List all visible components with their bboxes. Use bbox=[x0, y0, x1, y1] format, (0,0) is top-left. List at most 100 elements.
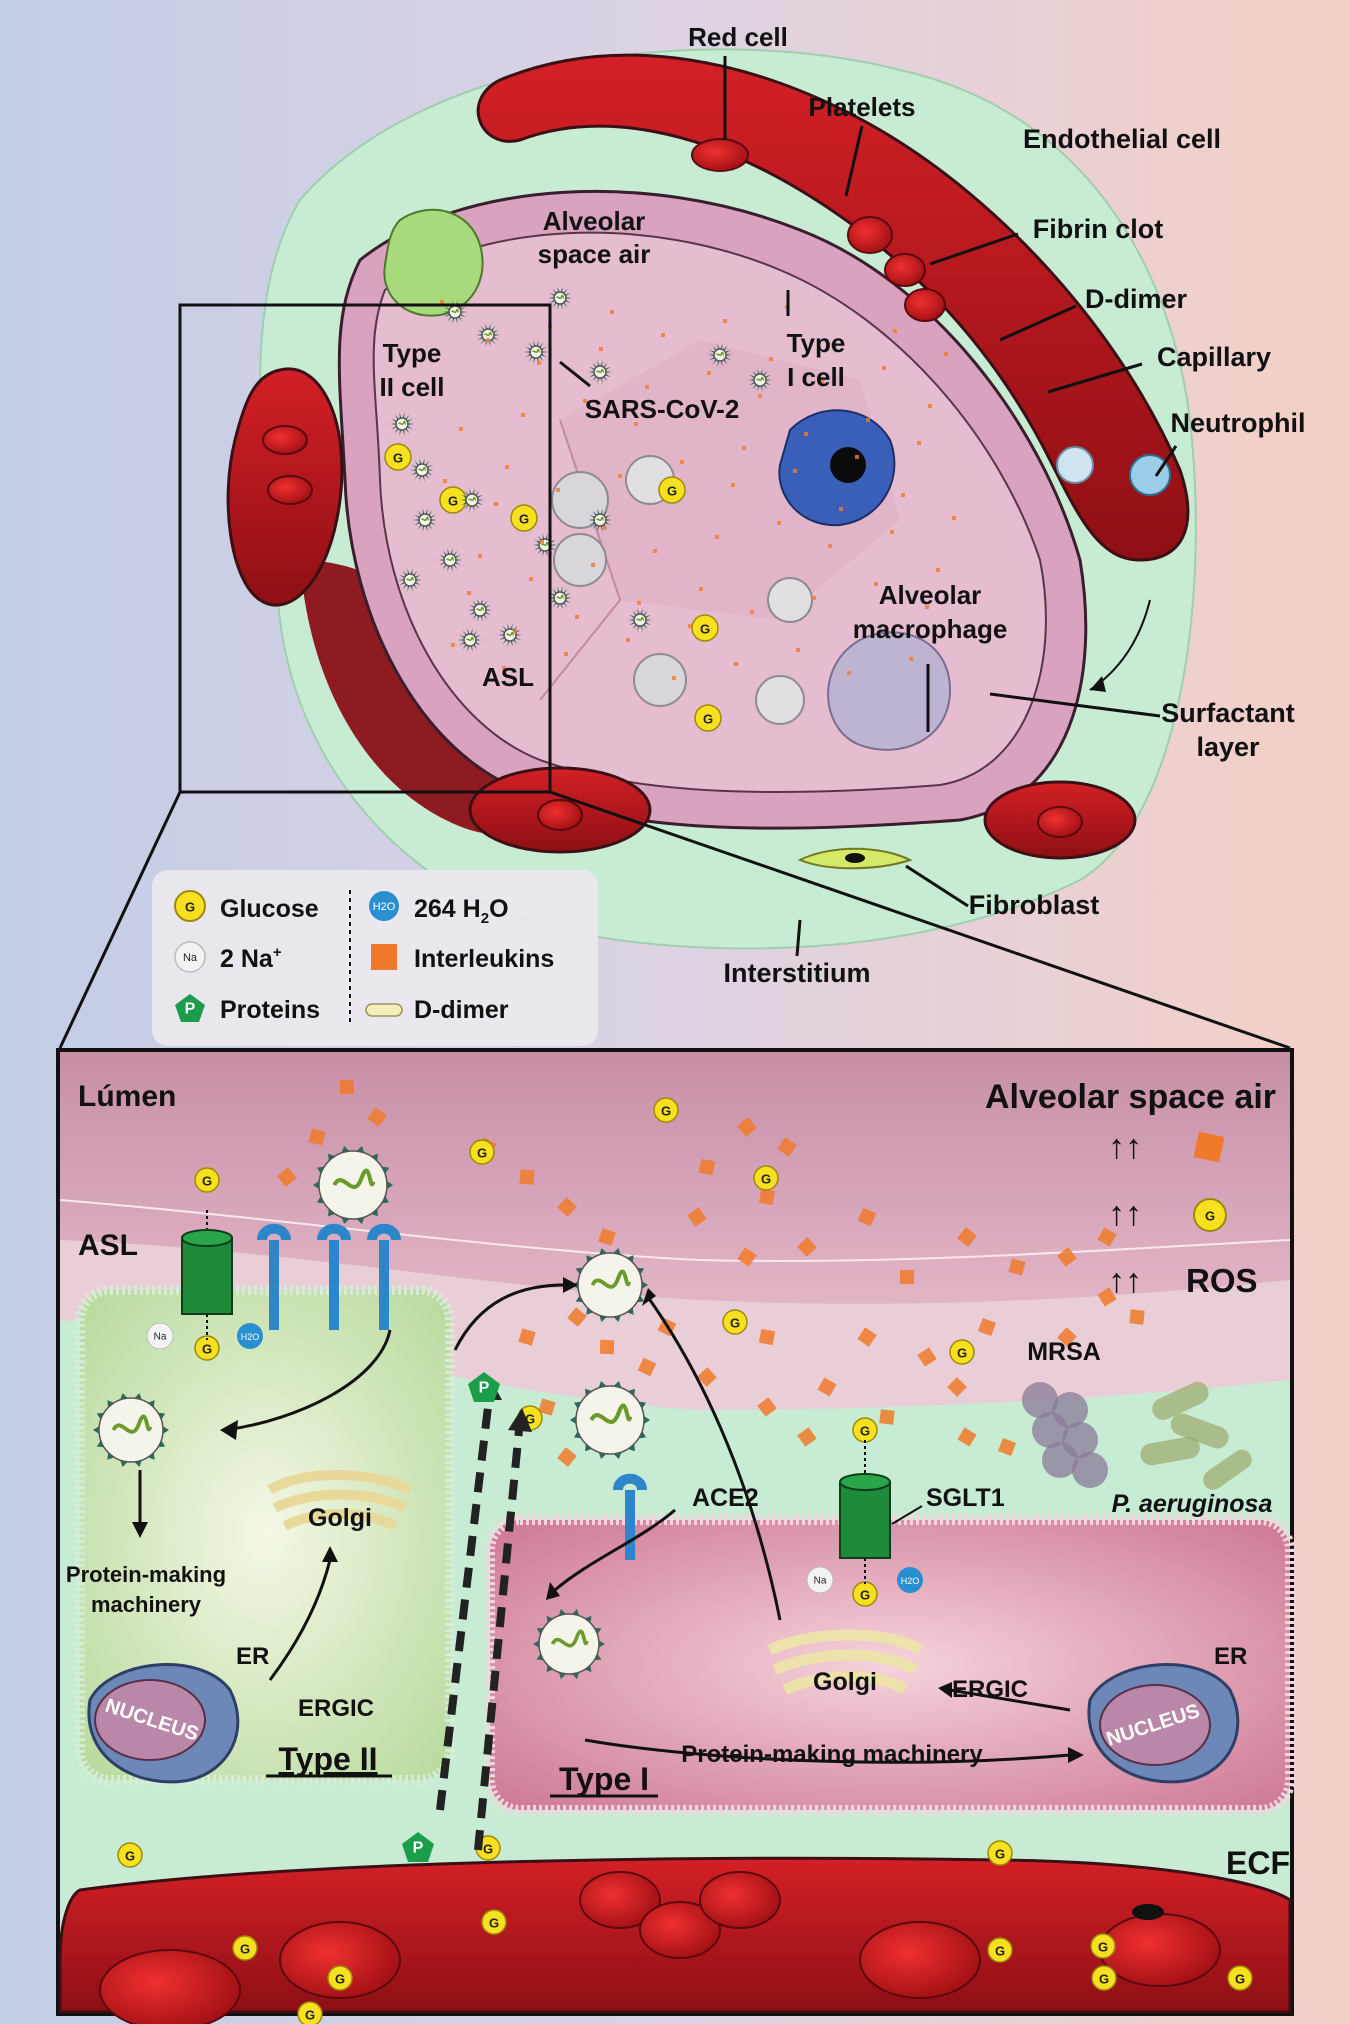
leader-surfactant-layer bbox=[989, 692, 1161, 718]
water-icon-text: H2O bbox=[901, 1576, 920, 1586]
virus-icon bbox=[588, 360, 612, 384]
virus-icon bbox=[476, 323, 500, 347]
red-cell-icon bbox=[1037, 806, 1083, 838]
leader-fibrin-clot bbox=[929, 232, 1019, 266]
label-fibrin-clot: Fibrin clot bbox=[1033, 214, 1164, 244]
water-icon bbox=[897, 1567, 923, 1593]
water-icon-text: H2O bbox=[241, 1332, 260, 1342]
glucose-icon-text: G bbox=[483, 1842, 493, 1857]
glucose-icon bbox=[1193, 1198, 1227, 1232]
interleukin-square-icon bbox=[817, 1377, 837, 1397]
leader-fibroblast bbox=[905, 864, 969, 908]
virus-icon bbox=[438, 548, 462, 572]
label-type-ii-cell-2: II cell bbox=[379, 372, 444, 402]
interleukin-square-icon bbox=[758, 1188, 776, 1206]
label-ace2: ACE2 bbox=[692, 1484, 759, 1512]
nucleus-icon bbox=[1099, 1684, 1211, 1766]
glucose-icon-text: G bbox=[519, 512, 529, 527]
red-cell-icon bbox=[1099, 1913, 1221, 1987]
immune-cells bbox=[551, 455, 813, 725]
arrow-machinery-right bbox=[584, 1738, 1071, 1764]
interleukin-square-icon bbox=[797, 1237, 817, 1257]
glucose-icon bbox=[174, 890, 206, 922]
leader-neutrophil bbox=[1154, 445, 1178, 477]
red-cell-icon bbox=[691, 138, 749, 172]
glucose-icon-text: G bbox=[860, 1424, 870, 1439]
arrowhead bbox=[546, 1582, 560, 1600]
label-alveolar-macrophage-1: Alveolar bbox=[879, 580, 982, 610]
legend-water-sub: 2 bbox=[481, 910, 489, 927]
virus-icon bbox=[313, 1146, 393, 1224]
label-er-right: ER bbox=[1214, 1643, 1247, 1670]
legend-glucose: Glucose bbox=[220, 895, 319, 923]
protein-pentagons-lower: P P bbox=[402, 1372, 500, 1862]
interleukin-square-icon bbox=[367, 1107, 387, 1127]
glucose-icon-text: G bbox=[240, 1942, 250, 1957]
interleukin-square-icon bbox=[1097, 1287, 1117, 1307]
glucose-icon bbox=[694, 704, 722, 732]
glucose-icon-text: G bbox=[957, 1346, 967, 1361]
label-ergic-left: ERGIC bbox=[298, 1695, 374, 1722]
interleukin-square-icon bbox=[857, 1207, 877, 1227]
red-cells-upper bbox=[262, 138, 1083, 838]
glucose-icon bbox=[722, 1309, 748, 1335]
sodium-icon bbox=[806, 1566, 834, 1594]
legend-sodium-icon-text: Na bbox=[183, 952, 198, 964]
virus-icons-upper bbox=[390, 286, 772, 652]
arrows-up-glucose: ↑↑ bbox=[1108, 1195, 1142, 1233]
virus-icons-lower bbox=[93, 1146, 650, 1680]
interleukin-square-icon bbox=[1193, 1131, 1225, 1163]
label-ecf: ECF bbox=[1226, 1845, 1290, 1881]
glucose-icon-text: G bbox=[125, 1849, 135, 1864]
label-alveolar-space-air: Alveolar space air bbox=[985, 1078, 1276, 1116]
glucose-icon-text: G bbox=[1098, 1940, 1108, 1955]
label-d-dimer: D-dimer bbox=[1085, 284, 1188, 314]
virus-icon bbox=[708, 343, 732, 367]
legend-proteins: Proteins bbox=[220, 996, 320, 1024]
red-cell-icon bbox=[537, 799, 583, 831]
interleukin-square-icon bbox=[518, 1328, 536, 1346]
interleukin-square-icon bbox=[557, 1197, 577, 1217]
label-p-aeruginosa: P. aeruginosa bbox=[1112, 1490, 1273, 1518]
legend-interleukins: Interleukins bbox=[414, 945, 554, 973]
arrow-release-type-ii bbox=[453, 1283, 566, 1351]
neutrophil-cell bbox=[1129, 454, 1171, 496]
leader-d-dimer bbox=[999, 304, 1077, 342]
zoom-line-right bbox=[549, 790, 1291, 1050]
red-cell-icon bbox=[847, 216, 893, 254]
legend-sodium: 2 Na+ bbox=[220, 944, 282, 973]
virus-icon bbox=[390, 412, 414, 436]
interleukin-square-icon bbox=[637, 1357, 657, 1377]
arrowhead bbox=[322, 1546, 338, 1562]
arrow-ergic-right bbox=[949, 1688, 1071, 1712]
glucose-icon bbox=[194, 1167, 220, 1193]
label-mrsa: MRSA bbox=[1027, 1338, 1101, 1366]
d-dimer-icon bbox=[365, 1003, 403, 1017]
virus-icon bbox=[572, 1247, 648, 1323]
glucose-icon-text: G bbox=[393, 451, 403, 466]
label-type-i-cell-1: Type bbox=[787, 328, 846, 358]
label-endothelial-cell: Endothelial cell bbox=[1023, 124, 1221, 154]
arrow-er-to-golgi-left bbox=[268, 1559, 332, 1681]
glucose-icon bbox=[1227, 1965, 1253, 1991]
glucose-icon-text: G bbox=[1205, 1209, 1215, 1224]
glucose-icon-text: G bbox=[1235, 1972, 1245, 1987]
glucose-icon bbox=[510, 504, 538, 532]
arrows-up-interleukins: ↑↑ bbox=[1108, 1128, 1142, 1166]
glucose-icon bbox=[949, 1339, 975, 1365]
protein-pentagon-icon bbox=[468, 1372, 500, 1402]
interleukin-square-icon bbox=[957, 1227, 977, 1247]
label-capillary: Capillary bbox=[1157, 342, 1271, 372]
interleukin-square-icon bbox=[899, 1269, 915, 1285]
interleukin-square-icon bbox=[557, 1447, 577, 1467]
interleukin-square-icon bbox=[371, 944, 397, 970]
glucose-icon bbox=[194, 1335, 220, 1361]
virus-icon bbox=[628, 608, 652, 632]
interleukin-square-icon bbox=[758, 1328, 776, 1346]
golgi-right bbox=[767, 1629, 924, 1695]
upper-labels: Red cell Platelets Endothelial cell Fibr… bbox=[379, 22, 1305, 988]
interleukin-square-icon bbox=[567, 1307, 587, 1327]
water-icon bbox=[237, 1323, 263, 1349]
